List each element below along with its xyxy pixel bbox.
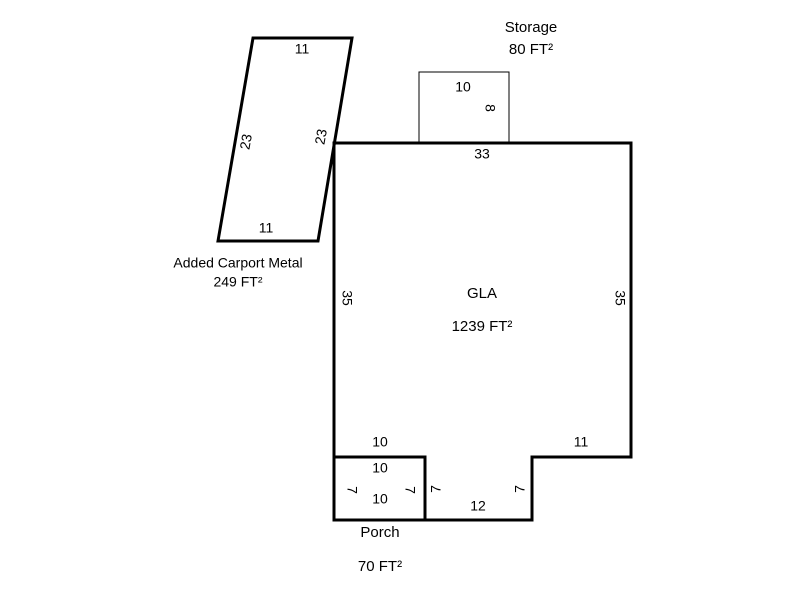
storage-label: Storage (505, 19, 558, 36)
porch-label: Porch (360, 524, 399, 541)
gla-left-dim: 35 (339, 290, 355, 306)
carport-area: 249 FT² (213, 274, 262, 290)
porch-top-dim: 10 (372, 460, 388, 476)
porch-right-dim: 7 (402, 486, 418, 494)
porch-outline (332, 455, 427, 522)
storage-width-dim: 10 (455, 79, 471, 95)
porch-bottom-dim: 10 (372, 491, 388, 507)
gla-notch-bottom-dim: 12 (470, 498, 486, 514)
porch-area: 70 FT² (358, 558, 402, 575)
gla-right-dim: 35 (612, 290, 628, 306)
carport-right-dim: 23 (311, 128, 329, 146)
storage-area: 80 FT² (509, 41, 553, 58)
carport-left-dim: 23 (236, 133, 254, 151)
carport-label: Added Carport Metal (173, 255, 302, 271)
gla-label: GLA (467, 285, 497, 302)
gla-notch-right-dim: 7 (512, 485, 528, 493)
carport-bottom-dim: 11 (259, 220, 274, 236)
gla-notch-left-dim: 7 (428, 485, 444, 493)
gla-top-dim: 33 (474, 146, 490, 162)
carport-top-dim: 11 (295, 41, 310, 57)
storage-depth-dim: 8 (482, 104, 498, 112)
carport-outline (216, 36, 354, 243)
gla-bottom-right-dim: 11 (574, 434, 589, 450)
gla-bottom-left-dim: 10 (372, 434, 388, 450)
porch-left-dim: 7 (344, 486, 360, 494)
gla-area: 1239 FT² (452, 318, 513, 335)
